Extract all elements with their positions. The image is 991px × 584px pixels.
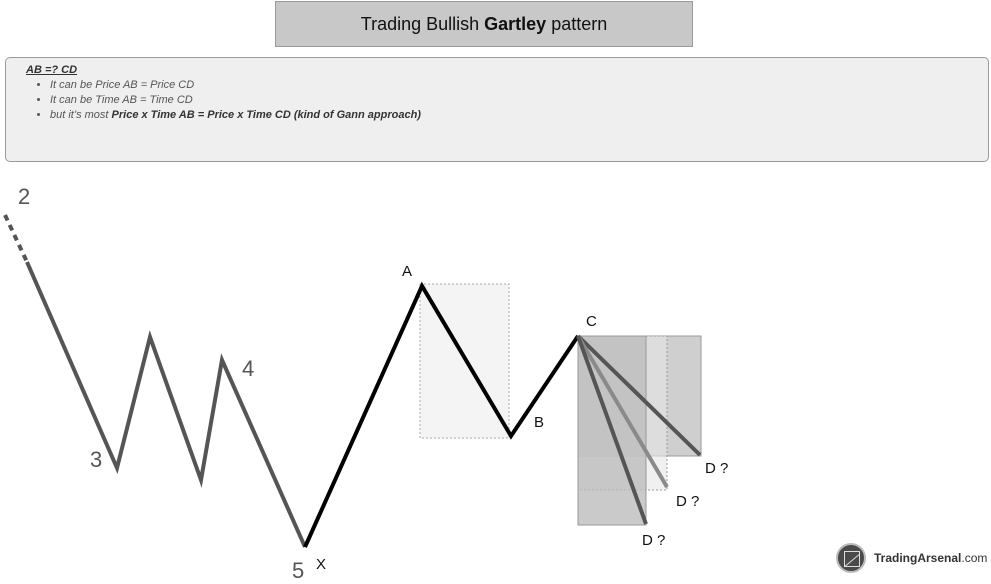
point-label-d1: D ?: [705, 460, 728, 477]
wave-label-4: 4: [242, 356, 254, 381]
logo-tld: .com: [961, 551, 988, 565]
chart-logo-icon: [836, 543, 866, 573]
wave-label-3: 3: [90, 447, 102, 472]
title-prefix: Trading Bullish: [360, 13, 480, 34]
wave-dashed-line: [3, 214, 29, 263]
pattern-line: [303, 281, 580, 548]
logo-wordmark: TradingArsenal.com: [874, 551, 987, 565]
title-banner: Trading Bullish Gartley pattern: [275, 1, 693, 47]
note-item: It can be Time AB = Time CD: [50, 93, 968, 108]
point-label-b: B: [534, 414, 544, 431]
note-emphasis: Price x Time AB = Price x Time CD (kind …: [111, 109, 421, 121]
point-label-d2: D ?: [676, 493, 699, 510]
point-label-x: X: [316, 556, 326, 573]
wave-label-2: 2: [18, 184, 30, 209]
note-item: It can be Price AB = Price CD: [50, 78, 968, 93]
cd-leg-1: [576, 334, 702, 457]
title-emphasis: Gartley: [484, 13, 547, 34]
cd-leg-3: [576, 335, 648, 525]
note-text: It can be Time AB = Time CD: [50, 94, 193, 106]
notes-heading: AB =? CD: [26, 64, 78, 76]
point-label-a: A: [402, 263, 412, 280]
title-suffix: pattern: [551, 13, 608, 34]
notes-panel: AB =? CD It can be Price AB = Price CD I…: [5, 57, 989, 162]
logo-name: Arsenal: [917, 551, 962, 565]
point-label-d3: D ?: [642, 532, 665, 549]
cd-leg-2: [576, 334, 669, 489]
note-item: but it’s most Price x Time AB = Price x …: [50, 108, 968, 123]
note-text: It can be Price AB = Price CD: [50, 79, 195, 91]
trading-arsenal-logo: TradingArsenal.com: [836, 543, 987, 573]
point-label-c: C: [586, 313, 597, 330]
notes-list: It can be Price AB = Price CD It can be …: [26, 78, 968, 123]
wave-line: [25, 261, 307, 548]
note-text: but it’s most: [50, 109, 112, 121]
wave-label-5: 5: [292, 558, 304, 583]
logo-brand: Trading: [874, 551, 918, 565]
